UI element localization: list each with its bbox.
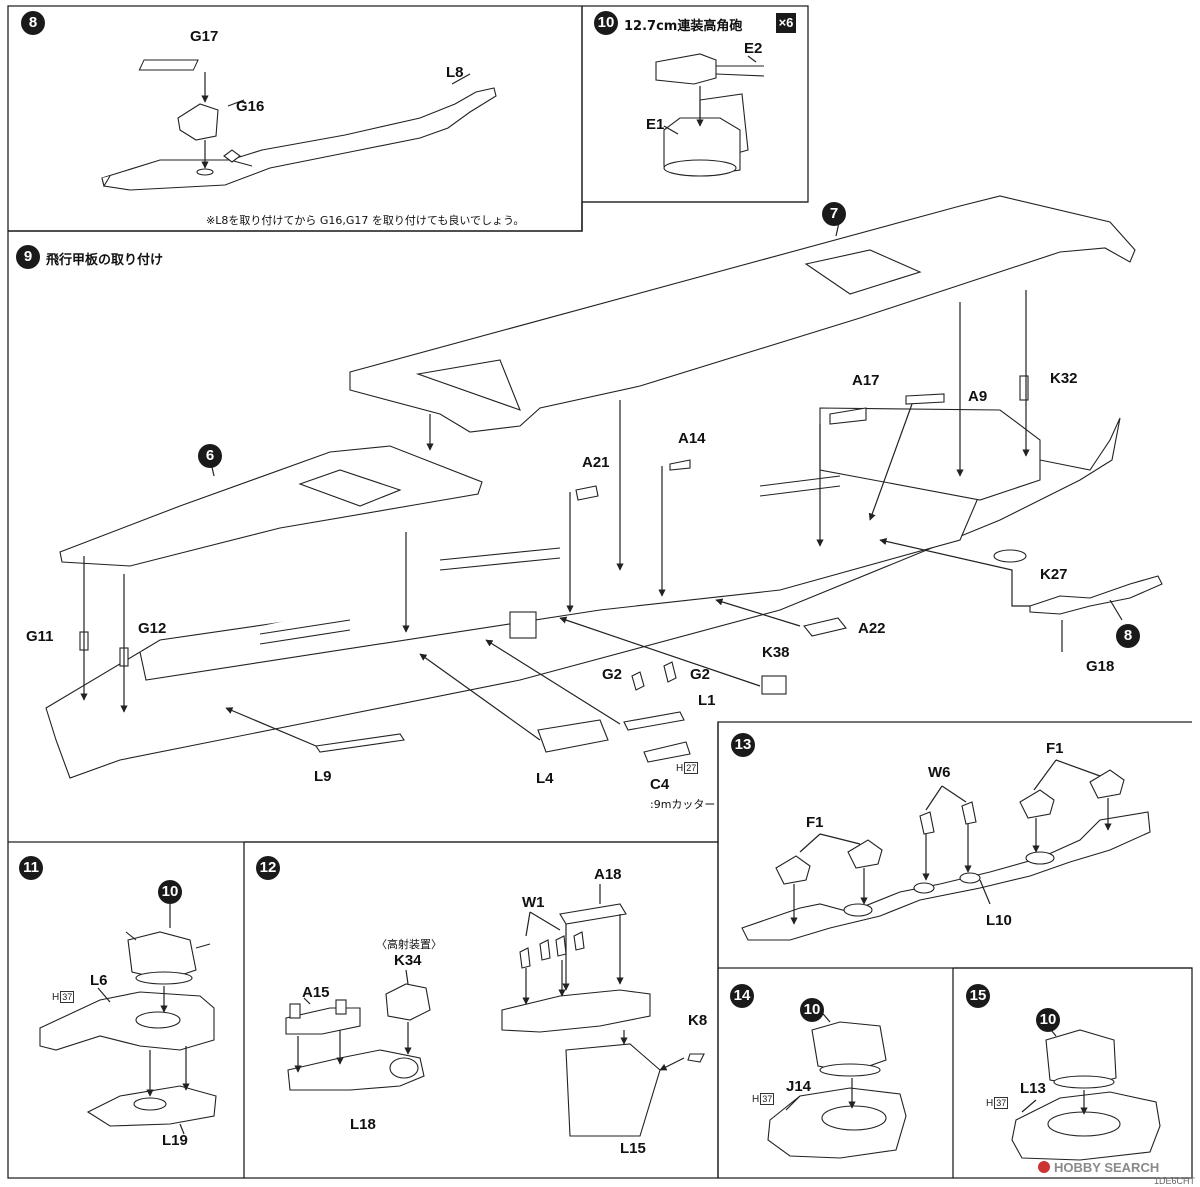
cutter-note: :9mカッター	[650, 798, 716, 811]
step-9-number: 9	[16, 245, 40, 269]
part-label-l1: L1	[698, 692, 716, 709]
part-label-l4: L4	[536, 770, 554, 787]
step15-assembly	[1011, 1029, 1161, 1161]
step9-flight-deck-front	[59, 445, 483, 567]
callout-step-7: 7	[822, 202, 846, 226]
part-label-f1-right: F1	[1046, 740, 1064, 757]
part-label-k8: K8	[688, 1012, 708, 1029]
part-label-a17: A17	[852, 372, 880, 389]
panel-step-11-border	[7, 842, 245, 1179]
part-label-l19: L19	[162, 1132, 188, 1149]
step14-assembly	[767, 1021, 907, 1159]
step9-flight-deck-rear	[349, 195, 1136, 433]
quantity-badge: ×6	[776, 13, 796, 33]
part-label-w1: W1	[522, 894, 545, 911]
part-label-k27: K27	[1040, 566, 1068, 583]
footer-code: 1DE6CHT	[1154, 1176, 1196, 1186]
panel-step-14-border	[717, 968, 954, 1179]
step-11-number: 11	[19, 856, 43, 880]
part-label-g17: G17	[190, 28, 219, 45]
step-10-number: 10	[594, 11, 618, 35]
part-label-k32: K32	[1050, 370, 1078, 387]
part-label-f1-left: F1	[806, 814, 824, 831]
step8-assembly	[101, 59, 497, 191]
part-label-g11: G11	[26, 628, 54, 645]
part-label-l8: L8	[446, 64, 464, 81]
part-label-l15: L15	[620, 1140, 646, 1157]
step-8-note: ※L8を取り付けてから G16,G17 を取り付けても良いでしょう。	[206, 214, 525, 227]
part-label-l10: L10	[986, 912, 1012, 929]
part-label-a9: A9	[968, 388, 988, 405]
part-label-g18: G18	[1086, 658, 1115, 675]
part-label-l6: L6	[90, 972, 108, 989]
part-label-l18: L18	[350, 1116, 376, 1133]
part-label-a21: A21	[582, 454, 610, 471]
part-label-e1: E1	[646, 116, 665, 133]
step-15-number: 15	[966, 984, 990, 1008]
part-label-a15: A15	[302, 984, 330, 1001]
part-label-a14: A14	[678, 430, 706, 447]
panel-step-15-border	[953, 967, 1193, 1179]
step-13-number: 13	[731, 733, 755, 757]
part-label-a22: A22	[858, 620, 886, 637]
step13-assembly	[741, 769, 1151, 941]
part-label-k34: K34	[394, 952, 422, 969]
step12-assembly	[285, 903, 705, 1137]
director-note: 〈高射装置〉	[376, 938, 442, 951]
panel-step-8-border	[7, 5, 583, 232]
step-10-title: 12.7cm連装高角砲	[624, 19, 743, 34]
step10-gun-mount	[655, 53, 765, 177]
callout-step-8: 8	[1116, 624, 1140, 648]
step9-hull	[45, 407, 1121, 779]
callout-step-10-b: 10	[800, 998, 824, 1022]
part-label-l9: L9	[314, 768, 332, 785]
step11-assembly	[39, 931, 217, 1127]
watermark: HOBBY SEARCH	[1038, 1160, 1159, 1175]
part-label-g2-right: G2	[690, 666, 711, 683]
callout-step-6: 6	[198, 444, 222, 468]
part-label-j14: J14	[786, 1078, 812, 1095]
part-label-e2: E2	[744, 40, 763, 57]
part-label-g16: G16	[236, 98, 265, 115]
step-14-number: 14	[730, 984, 754, 1008]
part-label-g2-left: G2	[602, 666, 623, 683]
step-8-number: 8	[21, 11, 45, 35]
part-label-c4: C4	[650, 776, 670, 793]
part-label-w6: W6	[928, 764, 951, 781]
step-9-title: 飛行甲板の取り付け	[46, 253, 164, 268]
part-label-k38: K38	[762, 644, 790, 661]
part-label-l13: L13	[1020, 1080, 1046, 1097]
callout-step-10-a: 10	[158, 880, 182, 904]
part-label-a18: A18	[594, 866, 622, 883]
part-label-g12: G12	[138, 620, 167, 637]
step-12-number: 12	[256, 856, 280, 880]
callout-step-10-c: 10	[1036, 1008, 1060, 1032]
